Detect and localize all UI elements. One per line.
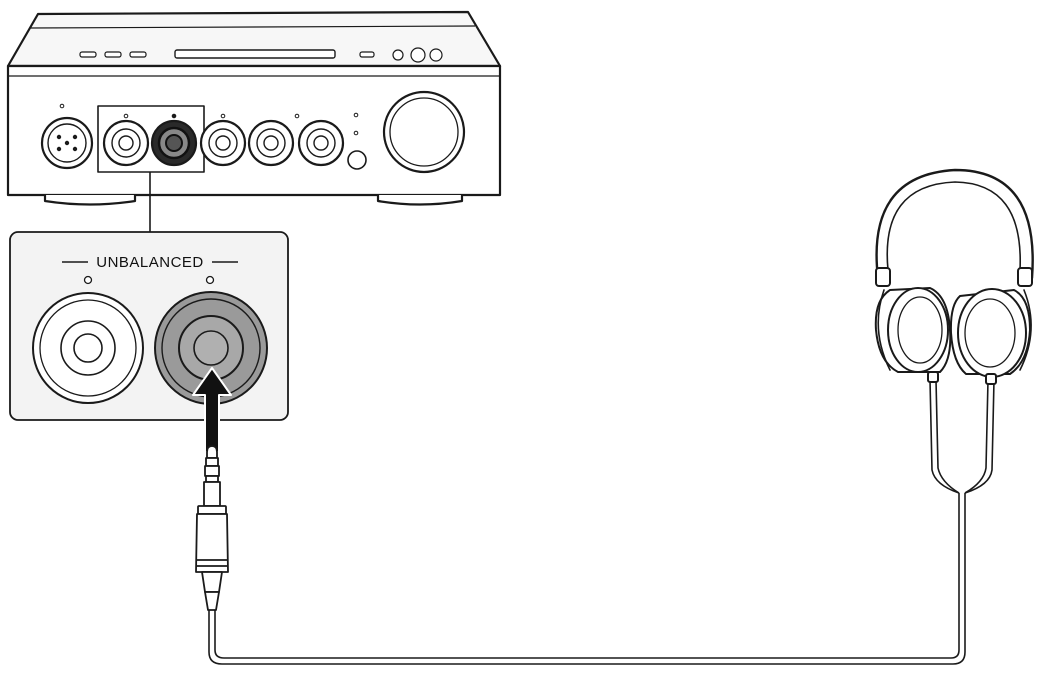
jack-mini-highlight-icon [150, 113, 198, 167]
jack-large-icon [102, 113, 150, 167]
insert-arrow-icon [192, 367, 232, 453]
xlr-jack-icon [40, 103, 94, 170]
callout-panel: UNBALANCED [9, 231, 289, 421]
headphones-icon [874, 168, 1034, 385]
jack-mini-highlight-icon [154, 291, 268, 405]
unbalanced-label: UNBALANCED [96, 254, 204, 271]
jack-line-icon [199, 113, 247, 167]
jack-line-icon [247, 113, 300, 167]
headphone-amplifier-icon [6, 10, 502, 206]
jack-line-icon [297, 119, 345, 167]
jack-large-icon [32, 292, 144, 404]
stereo-mini-plug-icon [195, 445, 229, 611]
volume-knob-icon [382, 90, 466, 174]
headphone-cable [208, 379, 995, 665]
